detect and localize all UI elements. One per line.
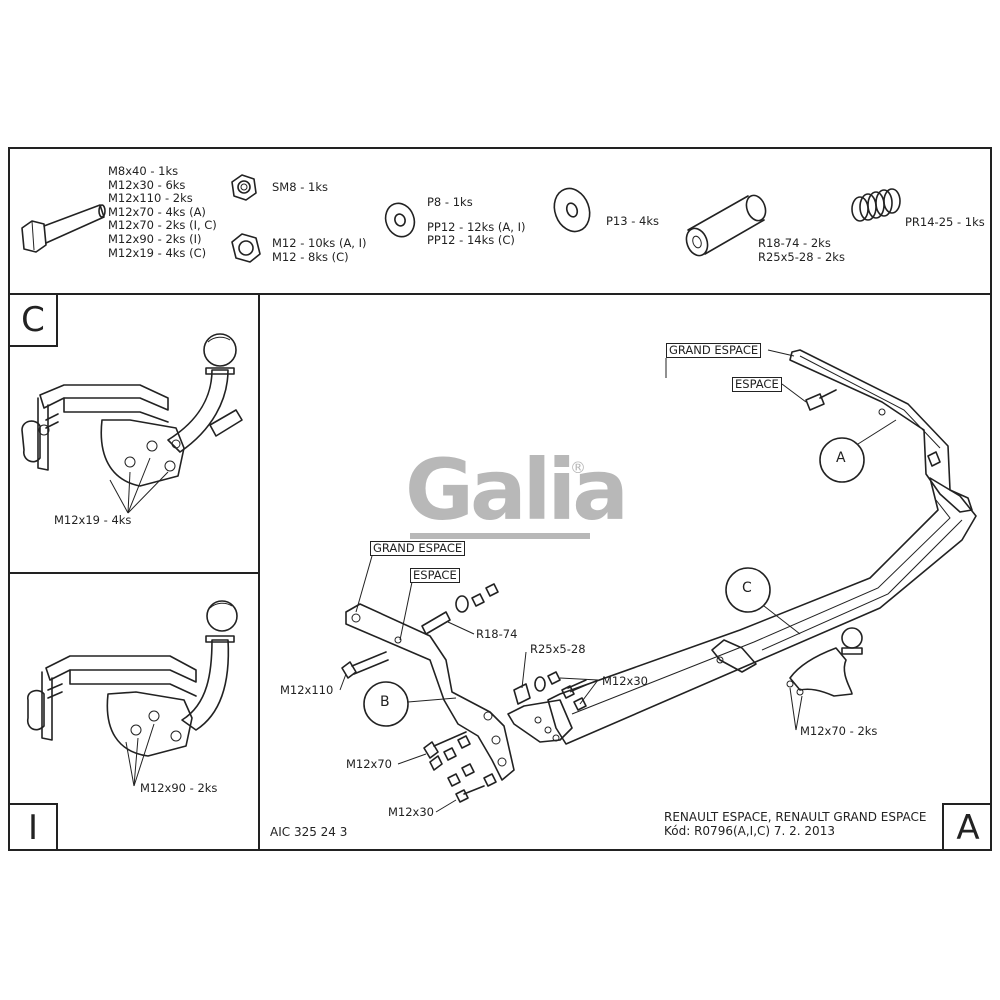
washer-p13-icon: [553, 187, 591, 233]
sm8-nut-icon: [231, 174, 257, 201]
title-line: RENAULT ESPACE, RENAULT GRAND ESPACE: [664, 810, 927, 824]
spacer-label: R18-74 - 2ks R25x5-28 - 2ks: [758, 236, 845, 264]
callout-r18-74: R18-74: [476, 627, 518, 641]
washer-line: PP12 - 12ks (A, I): [427, 219, 526, 234]
bolt-list-item: M12x19 - 4ks (C): [108, 245, 207, 260]
m12-nut-line: M12 - 8ks (C): [272, 249, 349, 264]
parts-row-divider: [8, 293, 992, 295]
bolt-list-item: M12x110 - 2ks: [108, 191, 193, 206]
bubble-c-label: C: [742, 580, 752, 596]
bolt-list-item: M12x90 - 2ks (I): [108, 231, 202, 246]
spring-label: PR14-25 - 1ks: [905, 215, 985, 229]
washer-p13-label: P13 - 4ks: [606, 214, 659, 228]
callout-m12x70-right: M12x70 - 2ks: [800, 724, 878, 738]
label-grand-espace-top: GRAND ESPACE: [666, 343, 762, 358]
label-espace-top: ESPACE: [732, 377, 782, 392]
panel-i-callout: M12x90 - 2ks: [140, 781, 218, 795]
m12-nut-line: M12 - 10ks (A, I): [272, 236, 367, 250]
bolt-list-item: M12x70 - 2ks (I, C): [108, 218, 217, 233]
drawing-number: AIC 325 24 3: [270, 825, 348, 839]
callout-m12x30-bottom: M12x30: [388, 805, 434, 819]
spacer-line: R25x5-28 - 2ks: [758, 249, 845, 264]
panel-c-letter: C: [10, 295, 58, 347]
callout-m12x30-right: M12x30: [602, 674, 648, 688]
drawing-sheet: [8, 147, 992, 851]
sm8-nut-label: SM8 - 1ks: [272, 180, 328, 194]
spacer-line: R18-74 - 2ks: [758, 236, 831, 250]
washer-line: PP12 - 14ks (C): [427, 233, 515, 248]
m12-nut-label: M12 - 10ks (A, I) M12 - 8ks (C): [272, 236, 367, 264]
bubble-a-label: A: [836, 450, 846, 466]
washer-p8-icon: [384, 202, 416, 238]
callout-m12x110: M12x110: [280, 683, 334, 697]
galia-logo: Galia: [405, 441, 629, 539]
m12-nut-icon: [231, 233, 261, 263]
bolt-list-item: M8x40 - 1ks: [108, 164, 179, 178]
bolt-icon: [21, 204, 106, 253]
panel-i-letter: I: [10, 803, 58, 851]
washer-p8-label: P8 - 1ks PP12 - 12ks (A, I) PP12 - 14ks …: [427, 195, 526, 248]
panel-c-callout: M12x19 - 4ks: [54, 513, 132, 527]
label-espace-left: ESPACE: [410, 568, 460, 583]
registered-mark: ®: [570, 458, 586, 477]
washer-line: P8 - 1ks: [427, 195, 473, 209]
callout-m12x70-left: M12x70: [346, 757, 392, 771]
main-panel-letter: A: [942, 803, 992, 851]
side-panel-split: [8, 572, 260, 574]
bolt-list-item: M12x70 - 4ks (A): [108, 204, 206, 219]
title-block: RENAULT ESPACE, RENAULT GRAND ESPACE Kód…: [664, 810, 927, 838]
title-line: Kód: R0796(A,I,C) 7. 2. 2013: [664, 823, 835, 838]
spacer-tube-icon: [685, 194, 767, 257]
bolt-list-item: M12x30 - 6ks: [108, 177, 186, 192]
spring-icon: [851, 188, 901, 222]
bubble-b-label: B: [380, 694, 390, 710]
callout-r25x5-28: R25x5-28: [530, 642, 586, 656]
galia-logo-underline: [410, 533, 590, 539]
bolt-list: M8x40 - 1ks M12x30 - 6ks M12x110 - 2ks M…: [108, 164, 217, 260]
label-grand-espace-left: GRAND ESPACE: [370, 541, 466, 556]
